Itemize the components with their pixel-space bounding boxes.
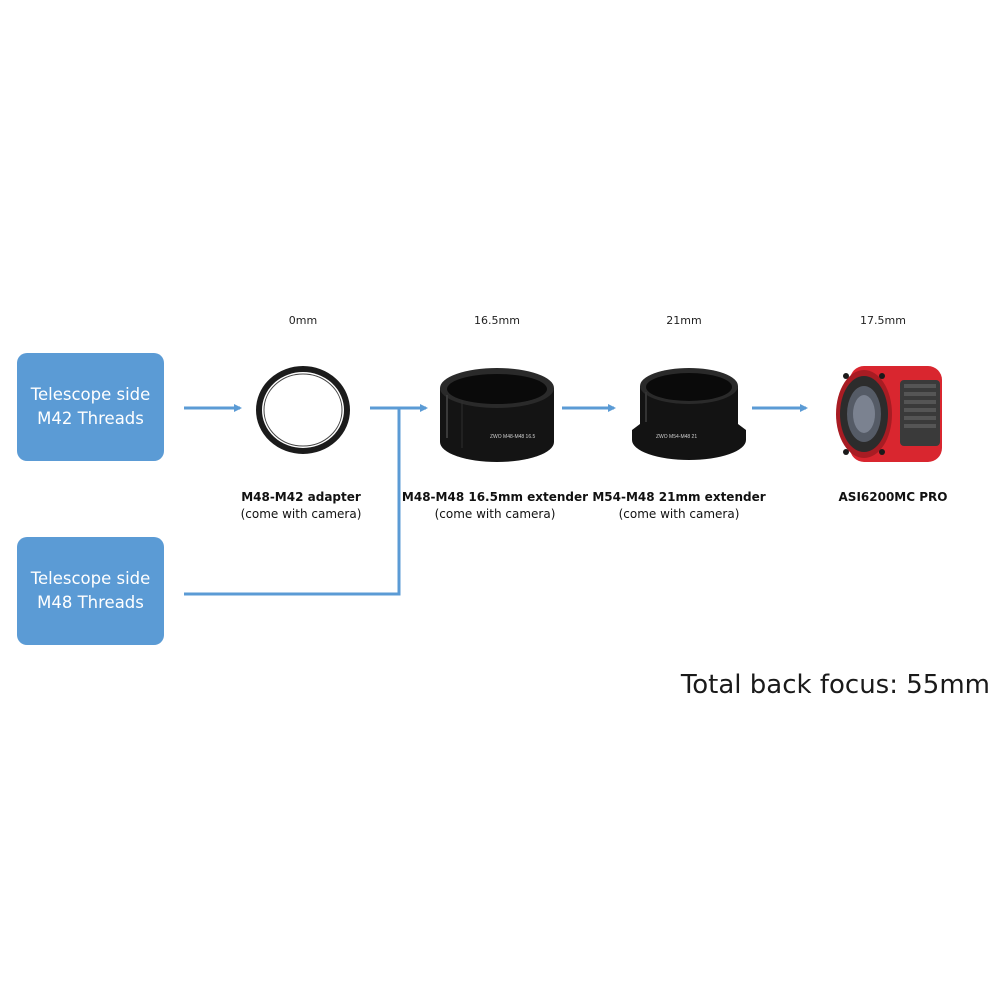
distance-camera: 17.5mm [860,314,906,327]
caption-name: M48-M48 16.5mm extender [401,490,589,504]
distance-extender-16-5: 16.5mm [474,314,520,327]
svg-text:ZWO M54-M48 21: ZWO M54-M48 21 [656,434,697,440]
asi6200mc-pro-camera-image [836,366,942,462]
distance-adapter: 0mm [288,314,318,327]
caption-name: ASI6200MC PRO [838,490,948,504]
telescope-side-m48-box: Telescope side M48 Threads [17,537,164,645]
box-line1: Telescope side [30,569,151,588]
box-line2: M42 Threads [37,409,144,428]
total-back-focus-label: Total back focus: 55mm [680,670,990,700]
telescope-side-m42-box: Telescope side M42 Threads [17,353,164,461]
caption-extender-16-5: M48-M48 16.5mm extender (come with camer… [395,489,595,523]
caption-extender-21: M54-M48 21mm extender (come with camera) [579,489,779,523]
caption-note: (come with camera) [618,507,740,521]
caption-name: M54-M48 21mm extender [592,490,766,504]
box-line2: M48 Threads [37,593,144,612]
m48-m48-16-5mm-extender-image: ZWO M48-M48 16.5 [440,368,554,462]
line-m48-to-extender1 [184,408,401,596]
distance-extender-21: 21mm [666,314,702,327]
caption-name: M48-M42 adapter [241,490,361,504]
m48-m42-adapter-ring-image [256,366,350,454]
caption-note: (come with camera) [434,507,556,521]
m54-m48-21mm-extender-image: ZWO M54-M48 21 [632,368,746,460]
caption-camera: ASI6200MC PRO [793,489,993,506]
svg-text:ZWO M48-M48 16.5: ZWO M48-M48 16.5 [490,434,536,440]
caption-adapter: M48-M42 adapter (come with camera) [201,489,401,523]
caption-note: (come with camera) [240,507,362,521]
box-line1: Telescope side [30,385,151,404]
